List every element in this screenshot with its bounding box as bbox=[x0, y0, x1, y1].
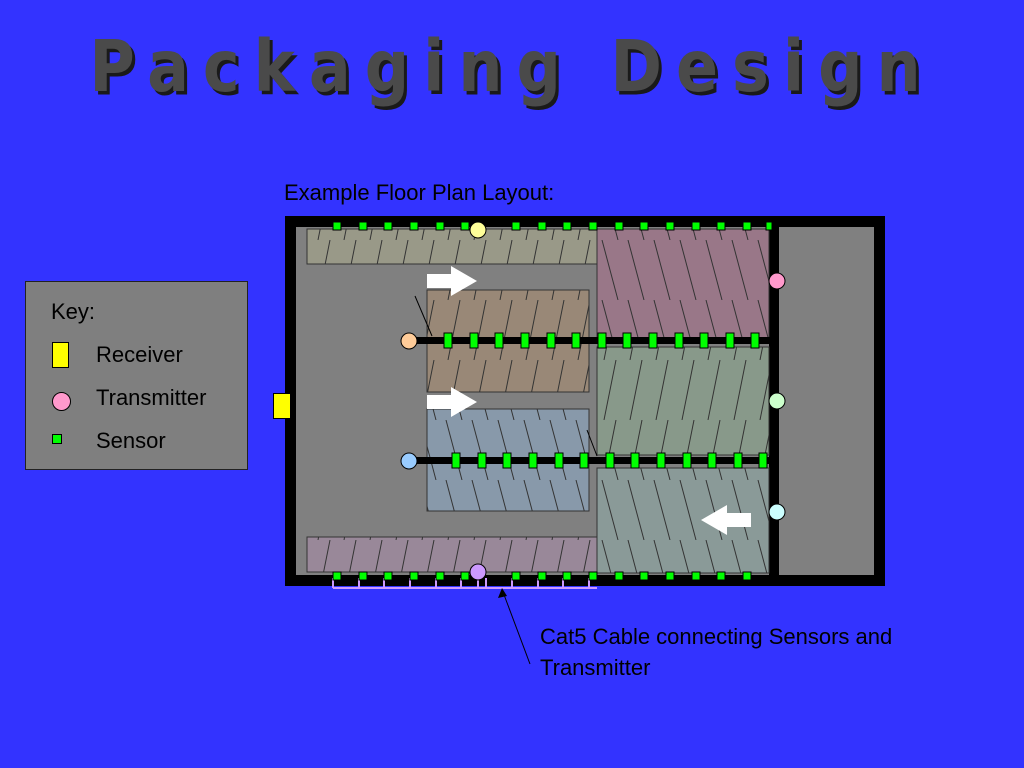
key-title: Key: bbox=[51, 299, 96, 324]
sensor-row-top bbox=[332, 221, 773, 231]
shelf-top-right bbox=[596, 228, 770, 340]
transmitter-green bbox=[768, 392, 786, 410]
transmitter-pink bbox=[768, 272, 786, 290]
cable-caption: Cat5 Cable connecting Sensors and Transm… bbox=[540, 624, 893, 680]
key-label-transmitter: Transmitter bbox=[96, 385, 207, 410]
sensor-row-bottom bbox=[332, 571, 752, 581]
transmitter-icon bbox=[52, 392, 71, 411]
transmitter-blue bbox=[400, 452, 418, 470]
sensor-icon bbox=[52, 434, 62, 444]
arrow-left-icon bbox=[701, 505, 751, 535]
legend-key: Key: Receiver Transmitter Sensor bbox=[25, 281, 248, 470]
sensor-row-lower-rail bbox=[451, 452, 768, 469]
receiver bbox=[273, 393, 291, 419]
receiver-icon bbox=[52, 342, 69, 368]
slide-title: Packaging Design bbox=[89, 24, 935, 109]
sensor-rail-lower bbox=[415, 457, 773, 464]
callout-line bbox=[502, 591, 531, 665]
transmitter-purple bbox=[469, 563, 487, 581]
transmitter-cyan bbox=[768, 503, 786, 521]
shelf-right-middle bbox=[596, 346, 770, 456]
arrow-right-icon bbox=[427, 387, 477, 417]
diagonal-line bbox=[586, 429, 598, 457]
key-label-sensor: Sensor bbox=[96, 428, 166, 453]
key-label-receiver: Receiver bbox=[96, 342, 183, 367]
shelf-top-left bbox=[306, 228, 598, 265]
transmitter-orange bbox=[400, 332, 418, 350]
sensor-row-upper-rail bbox=[443, 332, 760, 349]
sensor-rail-upper bbox=[415, 337, 773, 344]
shelf-bottom-left bbox=[306, 536, 598, 573]
diagonal-line bbox=[414, 295, 433, 337]
callout-arrowhead bbox=[498, 588, 507, 598]
floor-plan-subtitle: Example Floor Plan Layout: bbox=[284, 180, 555, 205]
floor-area bbox=[296, 227, 874, 575]
transmitter-yellow bbox=[469, 221, 487, 239]
arrow-right-icon bbox=[427, 266, 477, 296]
